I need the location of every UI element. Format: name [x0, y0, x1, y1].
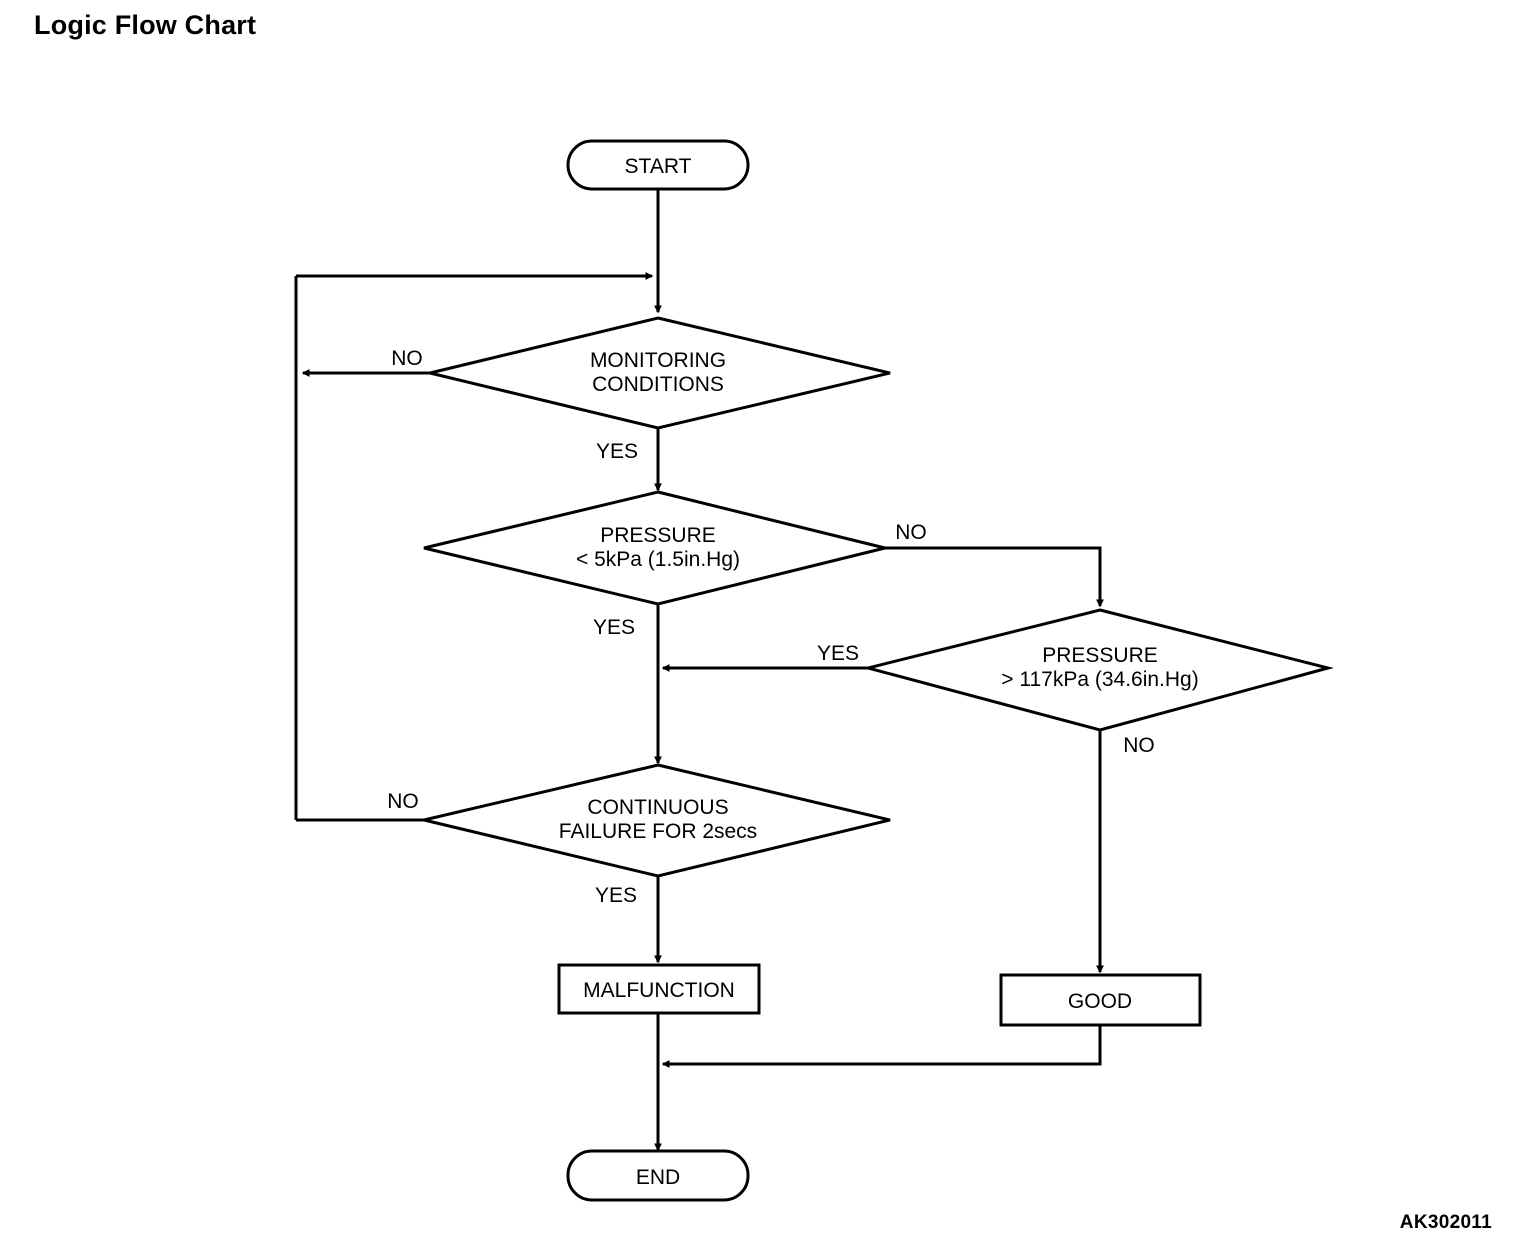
- connector-good-to-end: [661, 1025, 1102, 1068]
- node-end[interactable]: [566, 1149, 750, 1202]
- node-pressure-high-label-line1: PRESSURE: [1042, 644, 1158, 667]
- node-pressure-low-label-line1: PRESSURE: [600, 524, 716, 547]
- node-pressure-low[interactable]: [423, 490, 886, 606]
- node-pressure-high[interactable]: [862, 608, 1334, 732]
- node-end-label: END: [636, 1166, 680, 1189]
- page-title: Logic Flow Chart: [34, 10, 257, 40]
- node-monitoring-label-line1: MONITORING: [590, 349, 726, 372]
- node-continuous-failure[interactable]: [423, 763, 891, 878]
- node-start[interactable]: [566, 139, 750, 191]
- edge-label-pressure-low-no: NO: [895, 521, 927, 544]
- node-monitoring-label-line2: CONDITIONS: [592, 373, 724, 396]
- node-continuous-label-line1: CONTINUOUS: [587, 796, 728, 819]
- node-good[interactable]: [999, 973, 1202, 1027]
- edge-label-continuous-no: NO: [387, 790, 419, 813]
- node-start-label: START: [625, 155, 692, 178]
- connector-pressure-low-no: [885, 546, 1104, 608]
- node-pressure-low-label-line2: < 5kPa (1.5in.Hg): [576, 548, 740, 571]
- node-monitoring-conditions[interactable]: [429, 316, 891, 430]
- edge-label-monitoring-yes: YES: [596, 440, 638, 463]
- node-malfunction[interactable]: [557, 963, 761, 1015]
- node-malfunction-label: MALFUNCTION: [583, 979, 735, 1002]
- edge-label-pressure-high-yes: YES: [817, 642, 859, 665]
- edge-label-monitoring-no: NO: [391, 347, 423, 370]
- edge-label-pressure-high-no: NO: [1123, 734, 1155, 757]
- node-pressure-high-label-line2: > 117kPa (34.6in.Hg): [1001, 668, 1198, 691]
- edge-label-pressure-low-yes: YES: [593, 616, 635, 639]
- node-good-label: GOOD: [1068, 990, 1132, 1013]
- edge-label-continuous-yes: YES: [595, 884, 637, 907]
- reference-code: AK302011: [1399, 1212, 1492, 1233]
- node-continuous-label-line2: FAILURE FOR 2secs: [559, 820, 757, 843]
